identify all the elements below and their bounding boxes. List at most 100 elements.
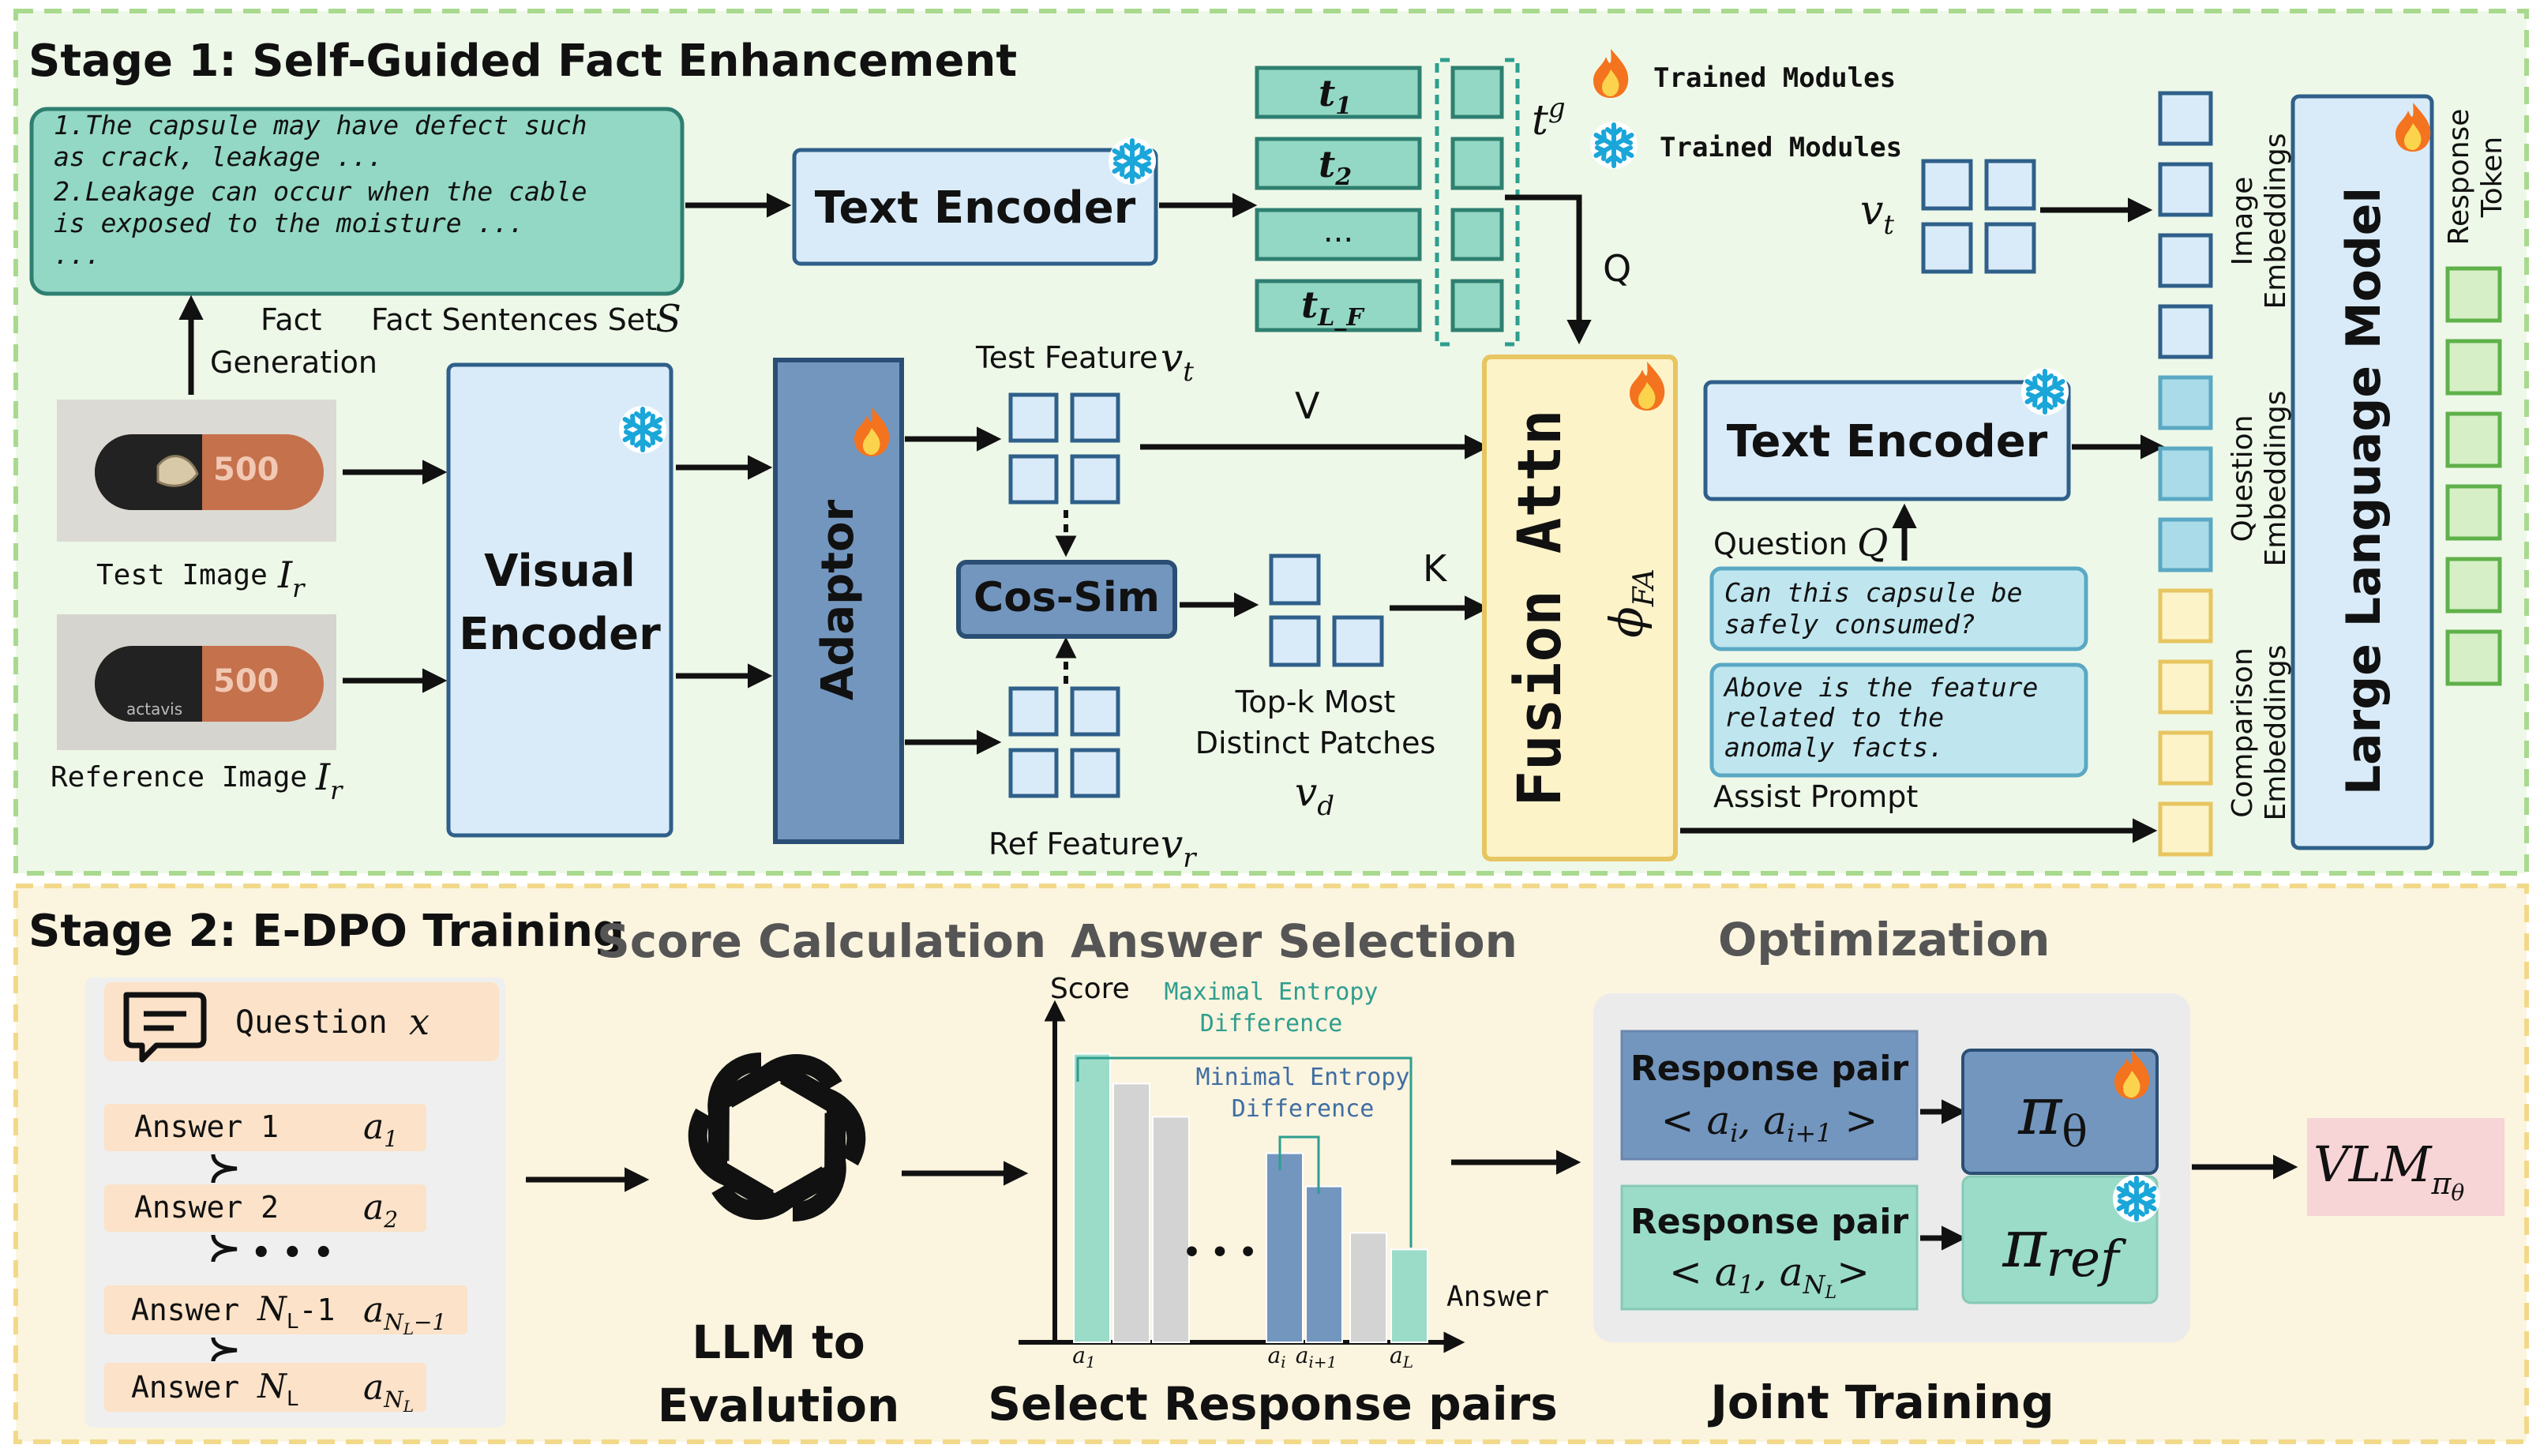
vt-patches [1921, 159, 2036, 274]
answer-1-symbol: a1 [363, 1107, 398, 1152]
fact-line-3: 2.Leakage can occur when the cable [54, 176, 587, 207]
pi-ref-frozen-icon [2113, 1175, 2160, 1222]
chat-bubble-icon [123, 992, 207, 1063]
topk-patches [1269, 554, 1384, 667]
min-entropy-label-1: Minimal Entropy [1196, 1064, 1410, 1091]
question-x-label: Question [235, 1004, 388, 1041]
chart-tick-label-1: a1 [1072, 1342, 1095, 1372]
image-emb-label: ImageEmbeddings [2227, 133, 2292, 310]
question-embeddings [2158, 375, 2213, 572]
vlm-label: VLMπθ [2313, 1135, 2464, 1206]
topk-label-2: Distinct Patches [1195, 726, 1436, 760]
answer-1-label: Answer 1 [134, 1109, 279, 1144]
answer-sel-title: Answer Selection [1071, 914, 1518, 968]
chart-tick-label-4: aL [1390, 1342, 1413, 1372]
reference-image: 500 actavis [57, 614, 336, 750]
test-image: 500 [57, 400, 336, 542]
answers-dots: • • • [251, 1235, 334, 1271]
optimization-title: Optimization [1718, 913, 2050, 966]
fact-line-5: ... [54, 239, 101, 270]
image-embeddings [2158, 91, 2213, 359]
chart-tick-label-2: ai [1267, 1342, 1285, 1372]
text-encoder-question-label: Text Encoder [1727, 416, 2048, 467]
test-feature-symbol: vt [1161, 335, 1194, 388]
answer-3-symbol: aNL−1 [363, 1290, 446, 1338]
pi-ref-box: πref [1961, 1175, 2160, 1304]
answer-2-label: Answer 2 [134, 1190, 279, 1225]
fusion-attn-box [1482, 355, 1678, 861]
reference-capsule-print: 500 [213, 663, 280, 700]
joint-training-label: Joint Training [1707, 1375, 2054, 1429]
ref-feature-symbol: vr [1161, 821, 1197, 874]
token-1: t1 [1319, 72, 1352, 120]
response-token-label: ResponseToken [2443, 109, 2508, 246]
fact-line-4: is exposed to the moisture ... [54, 208, 524, 238]
legend-frozen-label: Trained Modules [1660, 132, 1902, 163]
pair1-formula: < ai, ai+1 > [1661, 1098, 1878, 1148]
fact-line-2: as crack, leakage ... [54, 141, 383, 172]
min-entropy-bracket [1278, 1135, 1320, 1194]
assist-prompt-label: Assist Prompt [1713, 779, 1918, 814]
pi-ref-symbol: πref [2002, 1205, 2127, 1289]
legend-snow-icon [1590, 122, 1638, 169]
chart-bar-dots: • • • [1183, 1236, 1257, 1269]
fact-generation-label-2: Generation [210, 345, 377, 380]
fact-line-1: 1.The capsule may have defect such [54, 110, 587, 141]
question-box-line-2: safely consumed? [1724, 609, 1975, 640]
assist-box-line-2: related to the [1724, 702, 1944, 733]
answer-brackets [211, 1154, 238, 1362]
pair1-title: Response pair [1630, 1049, 1909, 1089]
token-ellipsis: ... [1323, 213, 1353, 250]
text-encoder-top-label: Text Encoder [815, 182, 1136, 234]
comparison-emb-label: ComparisonEmbeddings [2227, 645, 2292, 821]
answer-row-3: Answer NL-1 aNL−1 [104, 1285, 467, 1338]
chart-bar-5 [1305, 1185, 1343, 1343]
score-calc-title: Score Calculation [597, 914, 1046, 968]
visual-encoder-label-1: Visual [484, 546, 636, 597]
fact-set-symbol: S [655, 297, 681, 341]
phi-fa-symbol: ϕFA [1600, 569, 1660, 637]
question-symbol: Q [1857, 521, 1888, 565]
topk-label-1: Top-k Most [1235, 685, 1396, 719]
legend-trained-label: Trained Modules [1653, 62, 1896, 94]
token-last: tL_F [1301, 283, 1365, 332]
question-row: Question x [104, 982, 499, 1063]
max-entropy-bracket [1076, 1056, 1413, 1248]
answer-2-symbol: a2 [363, 1188, 398, 1233]
response-pair-1: Response pair < ai, ai+1 > [1620, 1030, 1919, 1161]
fact-generation-label-1: Fact [261, 302, 321, 337]
response-pair-2: Response pair < a1, aNL> [1620, 1184, 1919, 1311]
test-capsule-print: 500 [213, 452, 280, 488]
k-label: K [1423, 547, 1448, 590]
llm-eval-label-1: LLM to [692, 1315, 865, 1369]
chart-bar-7 [1390, 1248, 1428, 1344]
assist-box-line-1: Above is the feature [1723, 672, 2038, 703]
vlm-box: VLMπθ [2307, 1118, 2504, 1216]
fact-set-label: Fact Sentences Set [371, 302, 657, 337]
question-label: Question [1713, 527, 1848, 561]
test-image-label: Test Image [96, 559, 268, 591]
answer-4-label: Answer NL [131, 1367, 299, 1411]
adaptor-label: Adaptor [812, 500, 864, 701]
answer-3-label: Answer NL-1 [131, 1289, 335, 1334]
chart-bar-4 [1266, 1152, 1304, 1343]
text-encoder-question [1703, 380, 2071, 501]
visual-encoder [446, 362, 673, 838]
pair2-formula: < a1, aNL> [1669, 1249, 1870, 1303]
text-encoder-top [792, 148, 1158, 266]
test-feature-patches [1008, 392, 1120, 505]
pi-theta-symbol: πθ [2017, 1072, 2088, 1157]
stage2-title: Stage 2: E-DPO Training [28, 906, 625, 957]
fusion-attn-label: Fusion Attn [1504, 409, 1574, 806]
cos-sim-label: Cos-Sim [974, 574, 1160, 621]
v-label: V [1295, 385, 1320, 427]
text-encoder-question-frozen-icon [2021, 368, 2069, 415]
visual-encoder-frozen-icon [619, 406, 666, 453]
question-box-line-1: Can this capsule be [1724, 577, 2023, 608]
question-x-symbol: x [409, 1000, 430, 1043]
stage1-title: Stage 1: Self-Guided Fact Enhancement [28, 36, 1017, 87]
llm-label: Large Language Model [2336, 187, 2392, 795]
comparison-embeddings [2158, 588, 2213, 857]
answer-4-symbol: aNL [363, 1368, 414, 1416]
